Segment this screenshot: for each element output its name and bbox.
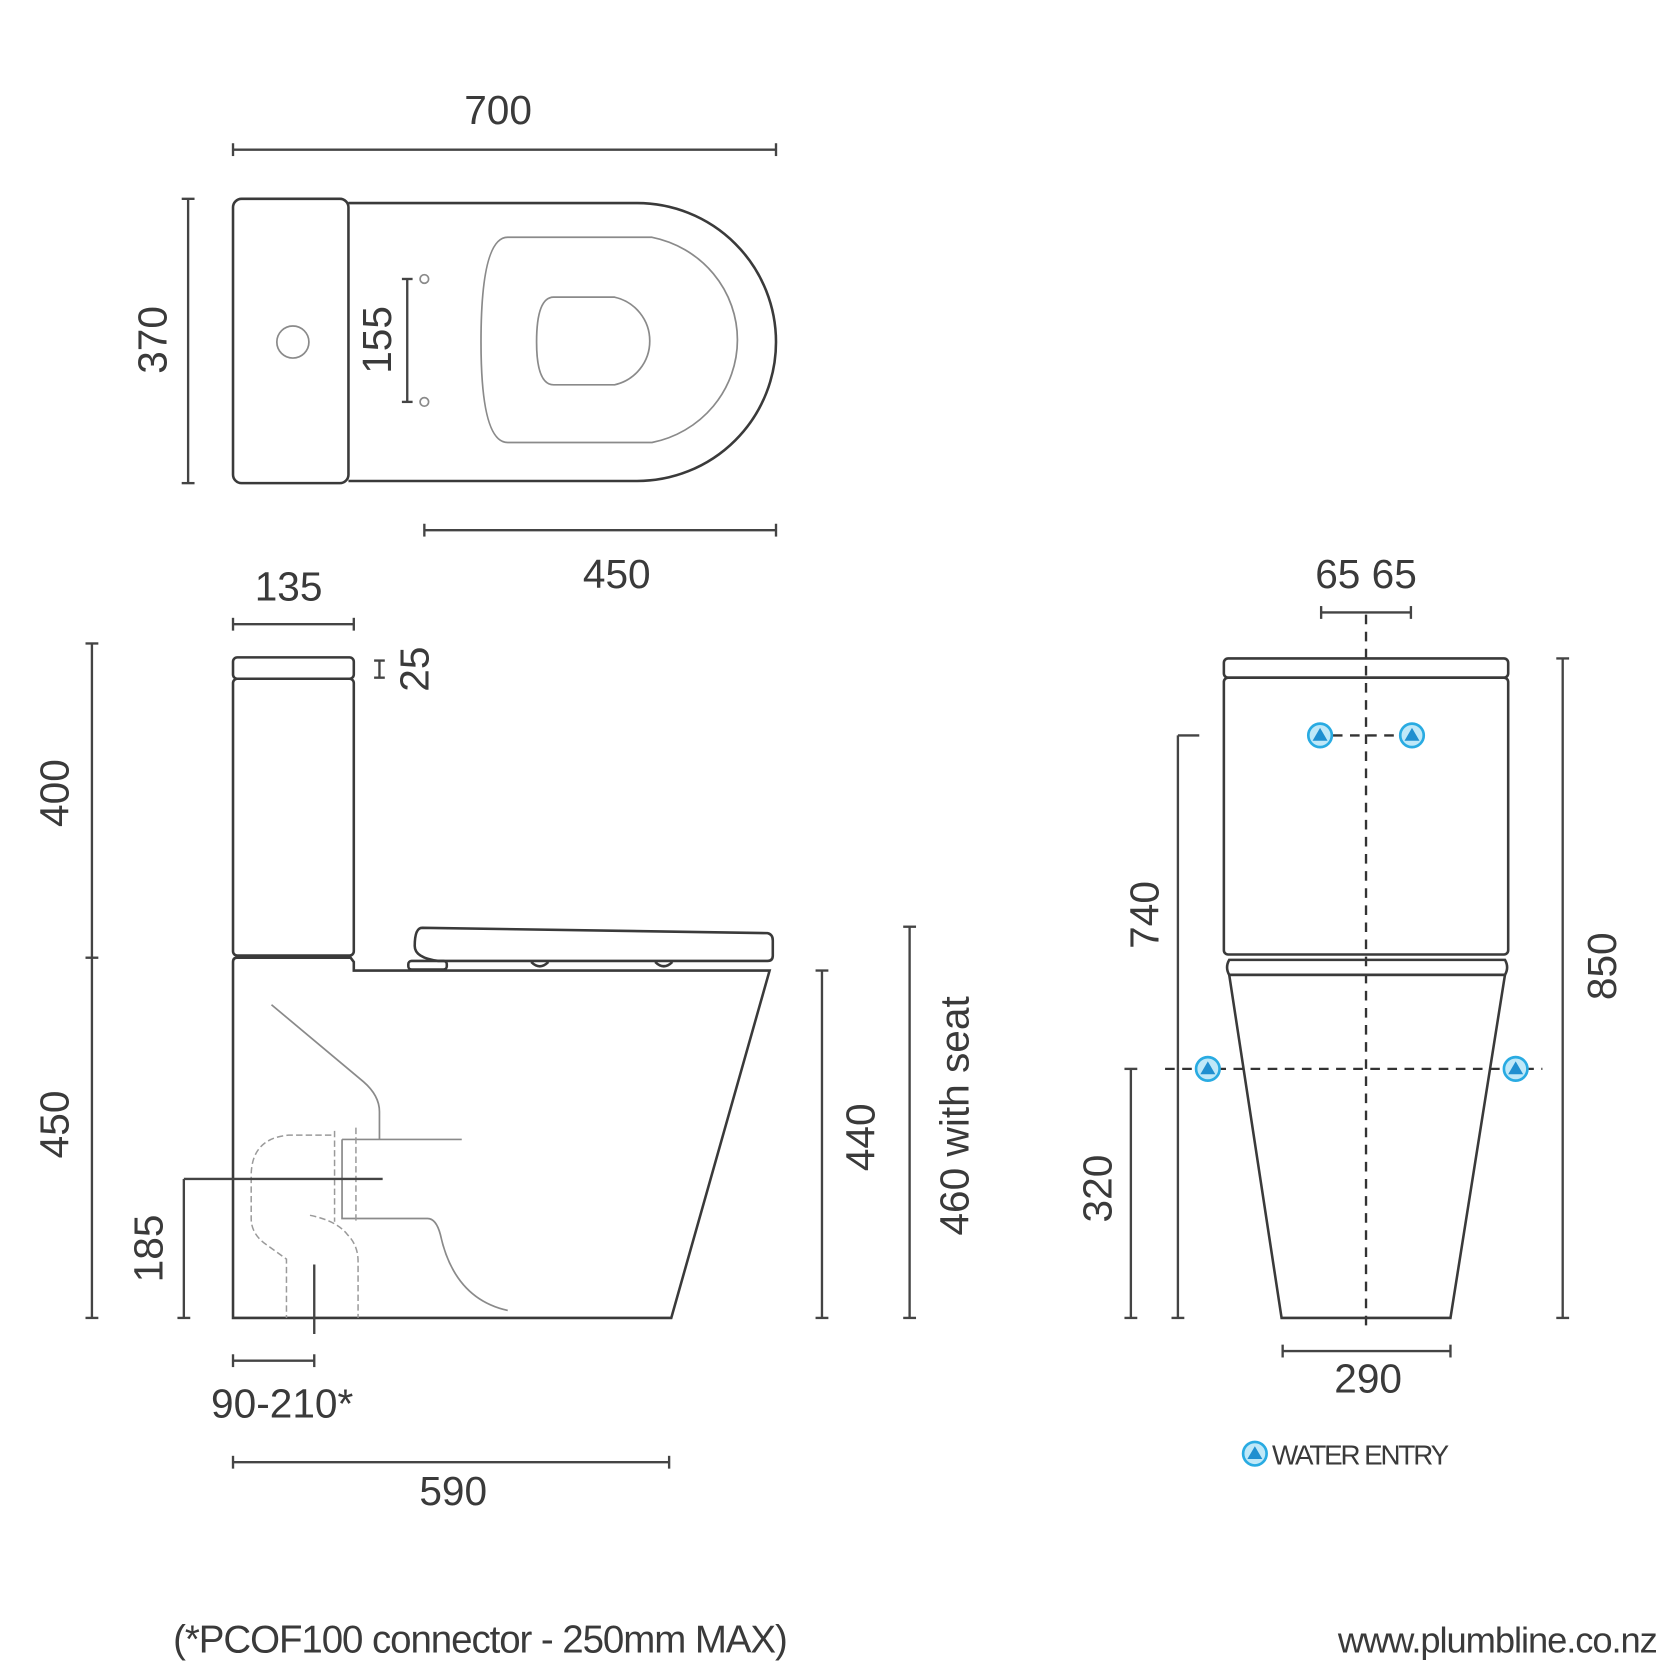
water-entry-icon	[1398, 722, 1426, 749]
dim-outlet-height: 185	[125, 1215, 171, 1283]
water-entry-icon	[1502, 1055, 1529, 1082]
dim-bowl-length: 450	[583, 551, 651, 597]
dim-pan-height: 450	[31, 1091, 77, 1159]
dim-overall-width: 370	[130, 306, 176, 374]
water-entry-legend-icon	[1241, 1440, 1268, 1467]
plan-view: 700 370 155 450	[130, 87, 778, 597]
dim-setout: 90-210*	[211, 1380, 353, 1426]
dim-side-inlet-height: 320	[1075, 1155, 1121, 1223]
front-view: 65 65 740 320 850	[1075, 551, 1626, 1402]
dim-hinge-spacing: 155	[354, 306, 400, 374]
dim-cistern-depth: 135	[255, 564, 323, 610]
dim-lid-thickness: 25	[392, 647, 438, 692]
dim-rim-height: 440	[837, 1103, 883, 1171]
dim-rim-height-with-seat: 460 with seat	[931, 996, 977, 1235]
dim-water-entry-offsets: 65 65	[1315, 551, 1417, 597]
dim-cistern-inlet-height: 740	[1122, 881, 1168, 949]
legend: WATER ENTRY	[1241, 1439, 1451, 1470]
legend-water-entry-label: WATER ENTRY	[1272, 1439, 1449, 1470]
dim-overall-length: 700	[464, 87, 532, 133]
dim-base-length: 590	[419, 1468, 487, 1514]
flush-button-icon	[275, 325, 310, 359]
dim-cistern-height: 400	[31, 759, 77, 827]
side-view: 135 25 400 450 185	[31, 564, 977, 1514]
water-entry-icon	[1194, 1055, 1221, 1082]
footer-website: www.plumbline.co.nz	[1337, 1619, 1657, 1660]
footer-note: (*PCOF100 connector - 250mm MAX)	[173, 1618, 787, 1661]
dim-overall-height: 850	[1579, 932, 1625, 1000]
dim-base-width: 290	[1334, 1356, 1402, 1402]
water-entry-icon	[1306, 722, 1334, 749]
